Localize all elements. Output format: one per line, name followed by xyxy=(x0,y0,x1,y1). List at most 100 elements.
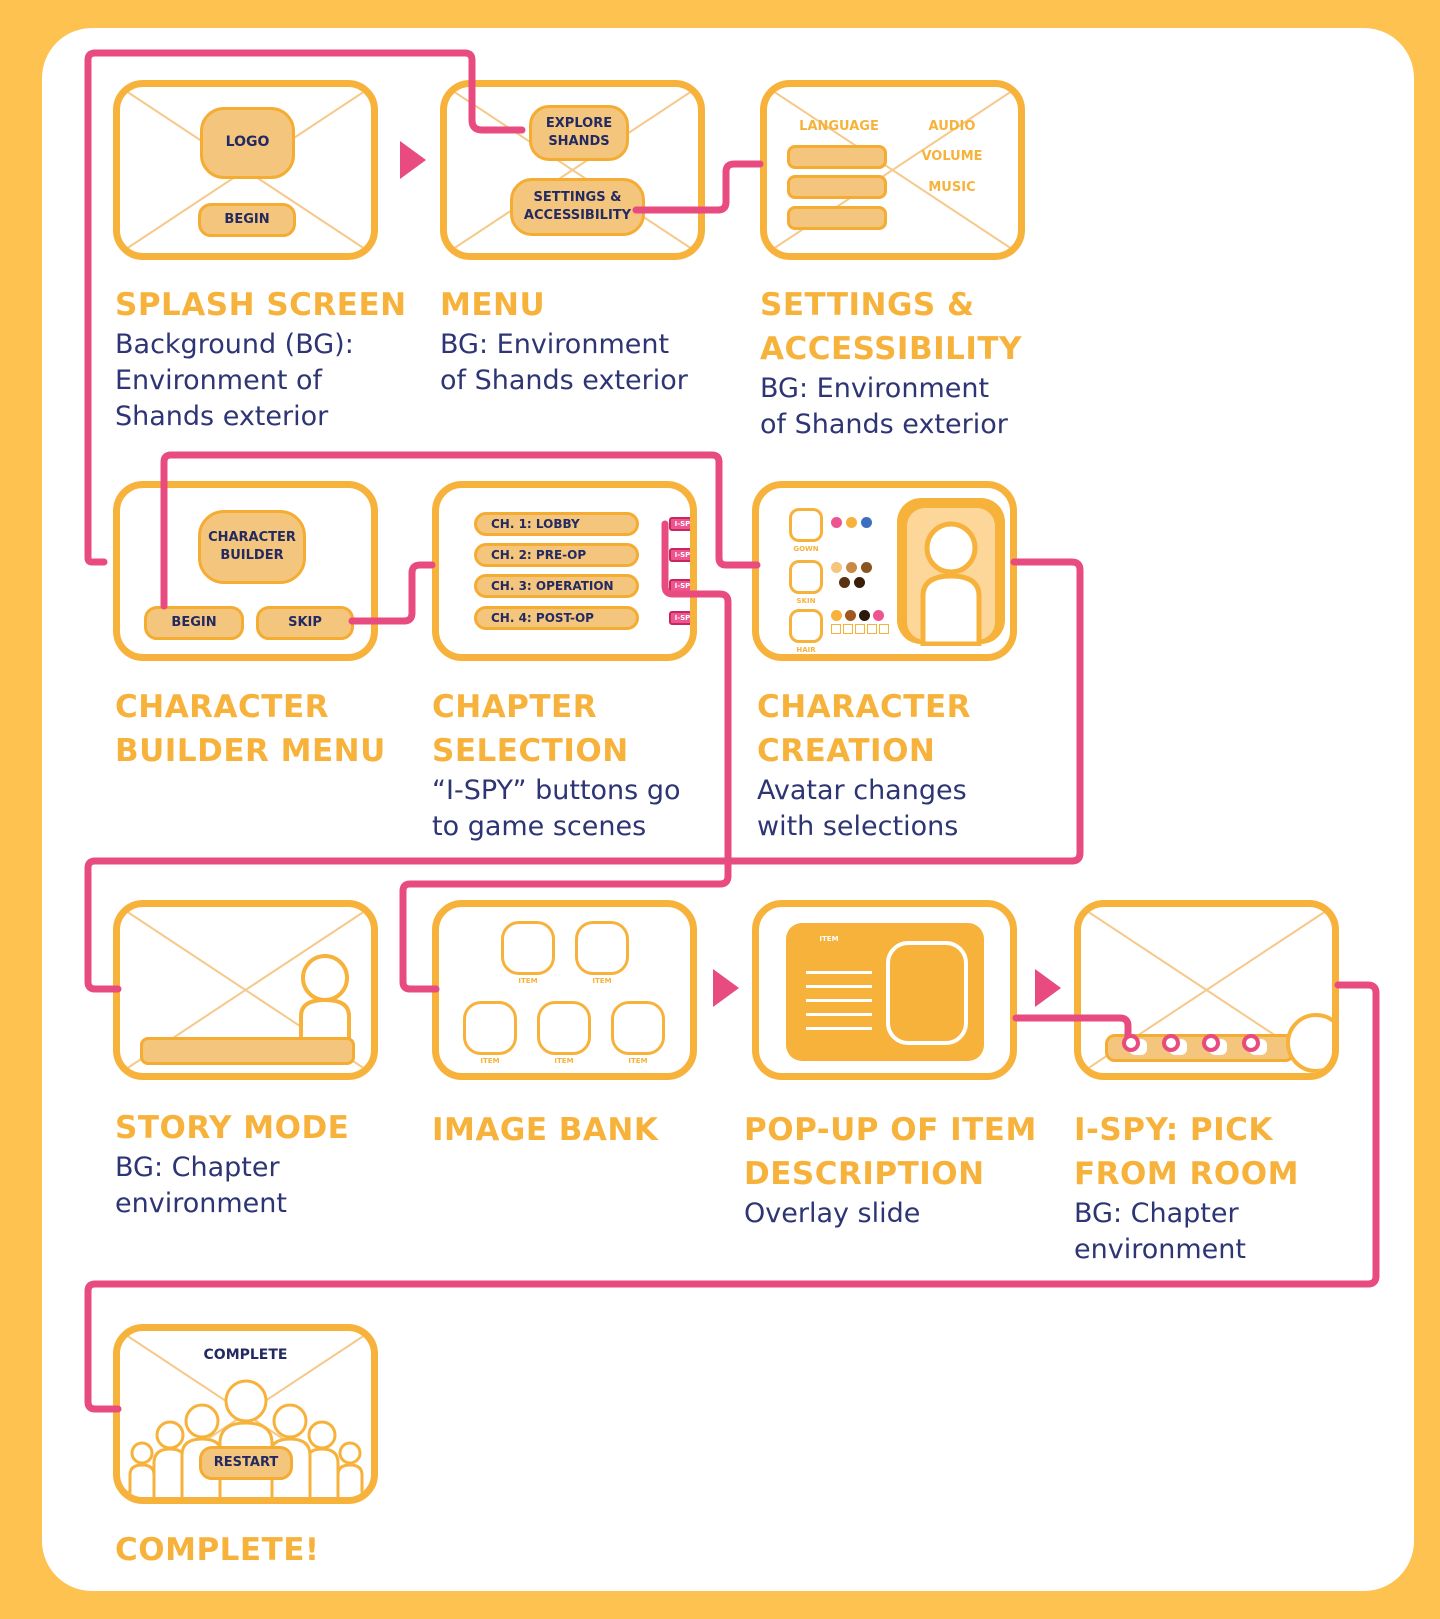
caption-title: CHARACTER BUILDER MENU xyxy=(115,689,386,769)
language-option[interactable] xyxy=(787,175,887,199)
item-label: ITEM xyxy=(518,977,538,985)
tray-slot[interactable] xyxy=(1249,1039,1267,1055)
logo-placeholder: LOGO xyxy=(200,107,295,179)
hair-style-swatch[interactable] xyxy=(855,624,865,634)
gown-label: GOWN xyxy=(793,545,819,553)
hair-label: HAIR xyxy=(796,646,816,654)
skin-color-swatch[interactable] xyxy=(839,577,850,588)
next-arrow-icon xyxy=(713,969,739,1007)
tray-slot[interactable] xyxy=(1209,1039,1227,1055)
popup-item-label: ITEM xyxy=(819,935,839,943)
dialogue-box xyxy=(140,1037,355,1065)
caption-desc: BG: Chapter environment xyxy=(115,1152,287,1219)
tray-slot[interactable] xyxy=(1169,1039,1187,1055)
caption-desc: BG: Environment of Shands exterior xyxy=(440,329,688,396)
chapter-caption: CHAPTER SELECTION “I-SPY” buttons go to … xyxy=(432,685,680,845)
ispy-button[interactable]: I-SPY xyxy=(669,548,690,562)
complete-heading: COMPLETE xyxy=(203,1347,288,1363)
hair-color-swatch[interactable] xyxy=(845,610,856,621)
settings-caption: SETTINGS & ACCESSIBILITY BG: Environment… xyxy=(760,283,1022,443)
caption-title: CHAPTER SELECTION xyxy=(432,689,629,769)
chapter-3-button[interactable]: CH. 3: OPERATION xyxy=(474,574,639,598)
ispy-button[interactable]: I-SPY xyxy=(669,517,690,531)
begin-button[interactable]: BEGIN xyxy=(198,203,296,237)
hair-color-swatch[interactable] xyxy=(873,610,884,621)
caption-desc: “I-SPY” buttons go to game scenes xyxy=(432,775,681,842)
avatar-preview-icon xyxy=(897,498,1005,646)
music-label[interactable]: MUSIC xyxy=(928,180,976,195)
char-builder-caption: CHARACTER BUILDER MENU xyxy=(115,685,386,773)
item-slot[interactable] xyxy=(575,921,629,975)
chapter-row: CH. 3: OPERATION I-SPY xyxy=(474,574,690,598)
item-slot[interactable] xyxy=(537,1001,591,1055)
ispy-button[interactable]: I-SPY xyxy=(669,579,690,593)
menu-frame: EXPLORE SHANDS SETTINGS & ACCESSIBILITY xyxy=(440,80,705,260)
hair-style-swatch[interactable] xyxy=(867,624,877,634)
caption-title: COMPLETE! xyxy=(115,1532,320,1568)
begin-button[interactable]: BEGIN xyxy=(144,606,244,640)
language-option[interactable] xyxy=(787,206,887,230)
gown-color-swatch[interactable] xyxy=(846,517,857,528)
restart-button[interactable]: RESTART xyxy=(199,1446,293,1480)
skin-option-box[interactable] xyxy=(789,560,823,594)
caption-desc: Avatar changes with selections xyxy=(757,775,967,842)
settings-accessibility-button[interactable]: SETTINGS & ACCESSIBILITY xyxy=(510,178,645,236)
item-label: ITEM xyxy=(480,1057,500,1065)
skip-button[interactable]: SKIP xyxy=(256,606,354,640)
story-mode-frame xyxy=(113,900,378,1080)
popup-caption: POP-UP OF ITEM DESCRIPTION Overlay slide xyxy=(744,1108,1037,1232)
item-label: ITEM xyxy=(592,977,612,985)
description-line xyxy=(806,999,872,1002)
gown-color-swatch[interactable] xyxy=(831,517,842,528)
image-bank-caption: IMAGE BANK xyxy=(432,1108,658,1152)
skin-label: SKIN xyxy=(796,597,816,605)
caption-desc: Background (BG): Environment of Shands e… xyxy=(115,329,354,432)
item-slot[interactable] xyxy=(611,1001,665,1055)
explore-shands-button[interactable]: EXPLORE SHANDS xyxy=(529,105,629,161)
hair-style-swatch[interactable] xyxy=(879,624,889,634)
gown-color-swatch[interactable] xyxy=(861,517,872,528)
description-line xyxy=(806,971,872,974)
volume-label[interactable]: VOLUME xyxy=(921,149,983,164)
tray-slot[interactable] xyxy=(1129,1039,1147,1055)
item-slot[interactable] xyxy=(463,1001,517,1055)
caption-title: POP-UP OF ITEM DESCRIPTION xyxy=(744,1112,1037,1192)
skin-color-swatch[interactable] xyxy=(846,562,857,573)
character-builder-frame: CHARACTER BUILDER BEGIN SKIP xyxy=(113,481,378,661)
language-option[interactable] xyxy=(787,145,887,169)
chapter-2-button[interactable]: CH. 2: PRE-OP xyxy=(474,543,639,567)
character-creation-frame: GOWN SKIN HAIR xyxy=(752,481,1017,661)
character-builder-heading: CHARACTER BUILDER xyxy=(198,510,306,584)
item-slot[interactable] xyxy=(501,921,555,975)
settings-frame: LANGUAGE AUDIO VOLUME MUSIC xyxy=(760,80,1025,260)
chapter-row: CH. 1: LOBBY I-SPY xyxy=(474,512,690,536)
caption-desc: BG: Environment of Shands exterior xyxy=(760,373,1008,440)
hair-style-swatch[interactable] xyxy=(831,624,841,634)
chapter-selection-frame: CH. 1: LOBBY I-SPY CH. 2: PRE-OP I-SPY C… xyxy=(432,481,697,661)
chapter-row: CH. 2: PRE-OP I-SPY xyxy=(474,543,690,567)
next-arrow-icon xyxy=(1035,969,1061,1007)
hair-style-swatch[interactable] xyxy=(843,624,853,634)
chapter-1-button[interactable]: CH. 1: LOBBY xyxy=(474,512,639,536)
chapter-4-button[interactable]: CH. 4: POST-OP xyxy=(474,606,639,630)
caption-title: IMAGE BANK xyxy=(432,1112,659,1148)
gown-option-box[interactable] xyxy=(789,508,823,542)
skin-color-swatch[interactable] xyxy=(854,577,865,588)
item-label: ITEM xyxy=(554,1057,574,1065)
splash-caption: SPLASH SCREEN Background (BG): Environme… xyxy=(115,283,407,435)
skin-color-swatch[interactable] xyxy=(861,562,872,573)
ispy-button[interactable]: I-SPY xyxy=(669,611,690,625)
audio-label: AUDIO xyxy=(928,119,976,134)
language-label: LANGUAGE xyxy=(799,119,879,134)
next-arrow-icon xyxy=(400,141,426,179)
description-line xyxy=(806,1027,872,1030)
skin-color-swatch[interactable] xyxy=(831,562,842,573)
hair-color-swatch[interactable] xyxy=(859,610,870,621)
caption-title: STORY MODE xyxy=(115,1110,350,1146)
caption-desc: Overlay slide xyxy=(744,1198,921,1229)
caption-title: I-SPY: PICK FROM ROOM xyxy=(1074,1112,1299,1192)
ispy-caption: I-SPY: PICK FROM ROOM BG: Chapter enviro… xyxy=(1074,1108,1299,1268)
complete-frame: COMPLETE RESTART xyxy=(113,1324,378,1504)
hair-option-box[interactable] xyxy=(789,609,823,643)
hair-color-swatch[interactable] xyxy=(831,610,842,621)
